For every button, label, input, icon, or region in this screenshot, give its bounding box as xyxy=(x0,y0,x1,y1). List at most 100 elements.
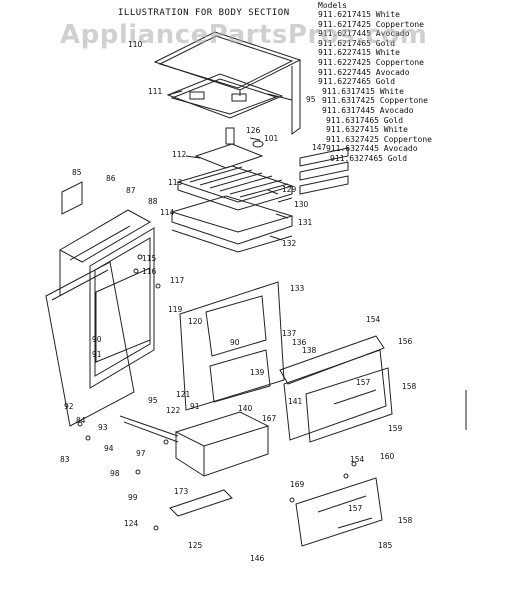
part-label: 83 xyxy=(60,455,70,464)
part-label: 93 xyxy=(98,423,108,432)
part-label: 157 xyxy=(348,504,363,513)
diagram-title: ILLUSTRATION FOR BODY SECTION xyxy=(118,8,290,18)
part-label: 99 xyxy=(128,493,138,502)
oven-front-frame xyxy=(179,281,285,411)
part-label: 95 xyxy=(306,95,316,104)
part-label: 98 xyxy=(110,469,120,478)
part-label: 97 xyxy=(136,449,146,458)
part-label: 131 xyxy=(298,218,313,227)
part-label: 116 xyxy=(142,267,157,276)
cooktop-top-panel xyxy=(153,31,302,135)
igniter-part xyxy=(225,127,235,145)
drawer-rail-left xyxy=(119,415,179,437)
model-entry: 911.6227465 Gold xyxy=(318,77,396,87)
model-entry: 911.6317425 Coppertone xyxy=(322,96,428,106)
oven-door xyxy=(279,335,393,443)
part-label: 124 xyxy=(124,519,139,528)
burner-box xyxy=(166,73,284,119)
kick-plate xyxy=(169,489,233,517)
part-label: 138 xyxy=(302,346,317,355)
part-label: 125 xyxy=(188,541,203,550)
part-label: 141 xyxy=(288,397,303,406)
model-entry: 911.6227415 White xyxy=(318,48,400,58)
model-entry: 911.6217415 White xyxy=(318,10,400,19)
part-label: 95 xyxy=(148,396,158,405)
part-label: 159 xyxy=(388,424,403,433)
model-entry: 911.6317445 Avocado xyxy=(322,105,414,115)
model-entry: 911.6317415 White xyxy=(322,86,404,96)
part-label: 185 xyxy=(378,541,393,550)
back-panel xyxy=(95,267,151,363)
part-label: 126 xyxy=(246,126,261,135)
part-label: 167 xyxy=(262,414,277,423)
model-entry: 911.6327465 Gold xyxy=(330,153,408,163)
part-label: 158 xyxy=(398,516,413,525)
model-entry: 911.6217445 Avocado xyxy=(318,29,410,39)
model-entry: 911.6227445 Avocado xyxy=(318,67,410,77)
part-label: 120 xyxy=(188,317,203,326)
model-entry: 911.6327425 Coppertone xyxy=(326,134,432,144)
model-entry: 911.6317465 Gold xyxy=(326,115,404,125)
part-label: 86 xyxy=(106,174,116,183)
model-entry: 911.6217465 Gold xyxy=(318,38,396,48)
part-label: 158 xyxy=(402,382,417,391)
part-label: 87 xyxy=(126,186,136,195)
side-rails xyxy=(299,147,349,195)
part-label: 92 xyxy=(64,402,74,411)
models-heading: Models xyxy=(318,1,347,10)
part-label: 136 xyxy=(292,338,307,347)
storage-drawer xyxy=(174,411,270,477)
part-label: 115 xyxy=(142,254,157,263)
part-label: 129 xyxy=(282,185,297,194)
part-label: 156 xyxy=(398,337,413,346)
part-label: 112 xyxy=(172,150,187,159)
part-label: 147 xyxy=(312,143,327,152)
part-label: 137 xyxy=(282,329,297,338)
part-label: 119 xyxy=(168,305,183,314)
label-plate xyxy=(61,181,83,215)
model-list: 911.6217415 White 911.6217425 Coppertone… xyxy=(318,10,432,164)
part-label: 94 xyxy=(104,444,114,453)
part-label: 122 xyxy=(166,406,181,415)
part-label: 132 xyxy=(282,239,297,248)
model-entry: 911.6327415 White xyxy=(326,125,408,135)
part-label: 91 xyxy=(190,402,200,411)
part-label: 88 xyxy=(148,197,158,206)
part-label: 85 xyxy=(72,168,82,177)
part-label: 154 xyxy=(350,455,365,464)
part-label: 173 xyxy=(174,487,189,496)
part-label: 91 xyxy=(92,350,102,359)
part-label: 130 xyxy=(294,200,309,209)
part-label: 139 xyxy=(250,368,265,377)
part-label: 140 xyxy=(238,404,253,413)
part-label: 154 xyxy=(366,315,381,324)
broil-pan xyxy=(176,165,294,211)
body-cabinet xyxy=(58,209,155,389)
clip-part xyxy=(252,140,264,148)
drawer-handle xyxy=(337,517,373,529)
part-label: 146 xyxy=(250,554,265,563)
burner-grate xyxy=(194,143,264,169)
model-entry: 911.6217425 Coppertone xyxy=(318,19,424,29)
part-label: 133 xyxy=(290,284,305,293)
part-label: 90 xyxy=(230,338,240,347)
part-label: 110 xyxy=(128,40,143,49)
part-label: 101 xyxy=(264,134,279,143)
side-panel xyxy=(45,261,135,427)
part-label: 113 xyxy=(168,178,183,187)
oven-rack-tray xyxy=(170,195,294,253)
part-label: 111 xyxy=(148,87,163,96)
part-label: 84 xyxy=(76,416,86,425)
part-label: 169 xyxy=(290,480,305,489)
model-entry: 911.6327445 Avocado xyxy=(326,144,418,154)
part-label: 160 xyxy=(380,452,395,461)
part-label: 90 xyxy=(92,335,102,344)
drawer-front-panel xyxy=(295,477,383,547)
part-label: 121 xyxy=(176,390,191,399)
model-entry: 911.6227425 Coppertone xyxy=(318,57,424,67)
part-label: 114 xyxy=(160,208,175,217)
part-label: 117 xyxy=(170,276,185,285)
part-label: 157 xyxy=(356,378,371,387)
